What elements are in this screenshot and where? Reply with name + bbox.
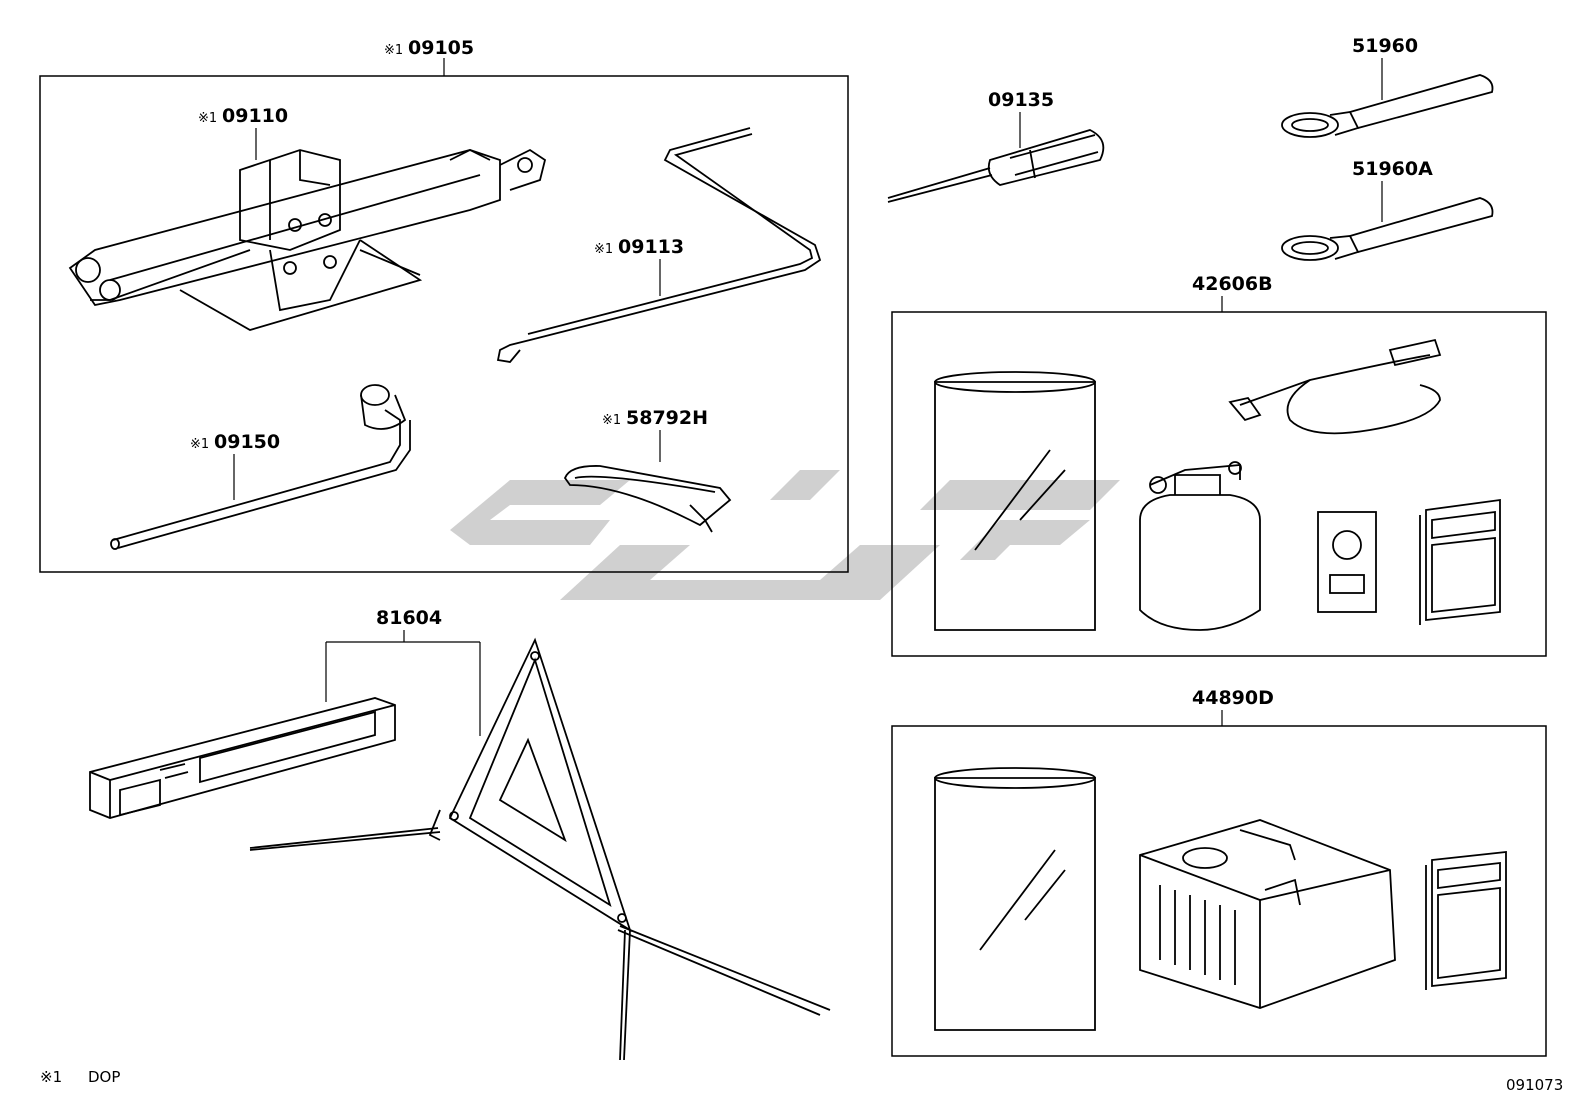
towing-eye-group: 51960 51960A (1281, 35, 1494, 261)
jack-kit-group: ※1 09105 ※1 09110 ※1 09113 (39, 37, 849, 573)
manual-booklet-drawing (1419, 498, 1501, 625)
label-09150: 09150 (214, 431, 280, 453)
speed-sticker-drawing (1317, 511, 1377, 613)
air-hose-drawing (1228, 338, 1442, 435)
compressor-kit-frame (891, 725, 1547, 1057)
repair-kit-group: 42606B (891, 273, 1547, 657)
drawing-number: 091073 (1506, 1076, 1563, 1094)
screwdriver-group: 09135 (887, 89, 1105, 203)
label-09105: 09105 (408, 37, 474, 59)
triangle-case-drawing (89, 697, 396, 819)
wheel-wrench-drawing (110, 384, 411, 550)
label-09135: 09135 (988, 89, 1054, 111)
compressor-drawing (1139, 819, 1396, 1009)
label-09113: 09113 (618, 236, 684, 258)
repair-kit-frame (891, 311, 1547, 657)
label-42606B: 42606B (1192, 273, 1273, 295)
warning-triangle-drawing (249, 637, 831, 1061)
footnote-text: DOP (88, 1068, 120, 1086)
scissor-jack-drawing (68, 148, 547, 331)
sealant-bottle-drawing (1139, 461, 1261, 631)
screwdriver-drawing (887, 129, 1105, 203)
watermark-logo (450, 470, 1120, 600)
label-81604: 81604 (376, 607, 442, 629)
label-51960: 51960 (1352, 35, 1418, 57)
towing-eye-a-drawing (1281, 197, 1494, 261)
label-09110: 09110 (222, 105, 288, 127)
jack-handle-drawing (496, 127, 822, 363)
marker-09105: ※1 (384, 43, 403, 58)
label-58792H: 58792H (626, 407, 708, 429)
compressor-kit-group: 44890D (891, 687, 1547, 1057)
label-44890D: 44890D (1192, 687, 1274, 709)
repair-kit-bag-drawing (934, 371, 1096, 631)
compressor-manual-drawing (1425, 850, 1507, 990)
label-51960A: 51960A (1352, 158, 1433, 180)
footnote-marker: ※1 (40, 1068, 62, 1086)
marker-09150: ※1 (190, 437, 209, 452)
jack-kit-frame (39, 75, 849, 573)
marker-09113: ※1 (594, 242, 613, 257)
marker-58792H: ※1 (602, 413, 621, 428)
marker-09110: ※1 (198, 111, 217, 126)
compressor-kit-bag-drawing (934, 767, 1096, 1031)
towing-eye-drawing (1281, 74, 1494, 138)
tool-bag-drawing (563, 465, 732, 533)
warning-triangle-group: 81604 (89, 607, 831, 1061)
